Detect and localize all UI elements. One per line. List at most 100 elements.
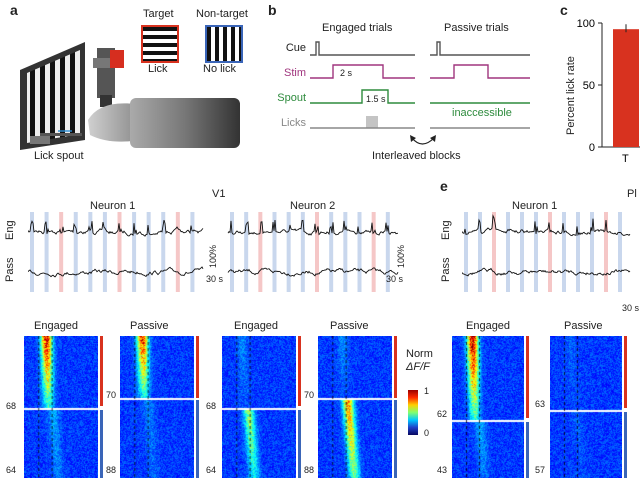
lick-spout-label: Lick spout [34, 150, 84, 162]
target-grating [141, 25, 179, 63]
nontarget-trial-band [88, 212, 93, 292]
v1-scale-y-1: 100% [208, 244, 218, 268]
target-trial-band [59, 212, 64, 292]
target-trial-band [371, 212, 376, 292]
v1-neuron2-title: Neuron 2 [290, 200, 336, 212]
count-label: 88 [106, 465, 117, 475]
y-tick-0: 0 [589, 142, 595, 154]
count-label: 57 [535, 465, 546, 475]
nontarget-trial-band [478, 212, 482, 292]
target-trial-band [492, 212, 496, 292]
panel-label-b: b [268, 2, 277, 18]
nontarget-trial-band [30, 212, 34, 292]
nontarget-trial-band [102, 212, 107, 292]
target-trial-band [175, 212, 180, 292]
count-label: 62 [437, 409, 448, 419]
activity-trace [28, 266, 204, 278]
activity-trace [227, 267, 399, 277]
hm-v1-engaged-2-title: Engaged [234, 320, 279, 332]
interleaved-label: Interleaved blocks [372, 150, 461, 162]
x-tick-target: T [622, 153, 629, 165]
v1-neuron1-title: Neuron 1 [90, 200, 136, 212]
target-sidebar [526, 336, 529, 418]
target-sidebar [298, 336, 301, 406]
pl-eng-label: Eng [440, 220, 452, 240]
panel-label-a: a [10, 2, 18, 18]
hm-v1-engaged-1-title: Engaged [34, 320, 79, 332]
nontarget-trial-band [576, 212, 580, 292]
v1-pass-label: Pass [4, 257, 16, 282]
nontarget-trial-band [73, 212, 78, 292]
nontarget-sidebar [624, 412, 627, 478]
panel-label-c: c [560, 2, 568, 18]
target-trial-band [117, 212, 122, 292]
y-ticks: 100 50 0 [577, 18, 602, 154]
nontarget-trial-band [146, 212, 151, 292]
heatmap-pl-engaged [452, 336, 524, 478]
heatmap-v1-engaged-1 [24, 336, 98, 478]
setup-illustration [20, 42, 240, 150]
hm-v1-passive-1-title: Passive [130, 320, 169, 332]
nontarget-trial-band [44, 212, 49, 292]
nontarget-trial-band [230, 212, 234, 292]
nontarget-trial-band [506, 212, 510, 292]
y-tick-50: 50 [583, 80, 595, 92]
v1-area-label: V1 [212, 188, 226, 200]
nontarget-trial-band [244, 212, 249, 292]
nontarget-sidebar [526, 422, 529, 478]
row-cue-label: Cue [285, 42, 306, 54]
nontarget-trial-band [300, 212, 305, 292]
nontarget-sidebar [394, 400, 397, 478]
count-label: 70 [304, 390, 315, 400]
v1-scale-y-2: 100% [396, 244, 406, 268]
target-sidebar [100, 336, 103, 406]
count-label: 70 [106, 390, 117, 400]
trial-timeline [310, 41, 530, 145]
v1-traces [28, 212, 399, 292]
nontarget-sidebar [196, 400, 199, 478]
nontarget-sidebar [100, 410, 103, 478]
hm-pl-engaged-title: Engaged [466, 320, 511, 332]
spout-duration: 1.5 s [366, 94, 386, 104]
target-trial-band [315, 212, 319, 292]
nontarget-grating [205, 25, 243, 63]
heatmap-v1-passive-1 [120, 336, 194, 478]
nontarget-label: Non-target [196, 8, 248, 20]
pl-traces [462, 212, 631, 292]
row-stim-label: Stim [284, 67, 306, 79]
nontarget-trial-band [357, 212, 362, 292]
nontarget-trial-band [520, 212, 524, 292]
target-bar [613, 29, 639, 148]
lick-label: Lick [148, 63, 168, 75]
count-label: 43 [437, 465, 448, 475]
nontarget-trial-band [329, 212, 334, 292]
colorbar-subtitle: ΔF/F [406, 361, 430, 373]
passive-trials-title: Passive trials [444, 22, 509, 34]
count-label: 64 [206, 465, 217, 475]
v1-scale-x-1: 30 s [206, 274, 224, 284]
activity-trace [28, 219, 204, 237]
pl-neuron1-title: Neuron 1 [512, 200, 558, 212]
activity-trace [462, 214, 631, 237]
nontarget-trial-band [132, 212, 137, 292]
hm-v1-passive-2-title: Passive [330, 320, 369, 332]
stim-duration: 2 s [340, 68, 353, 78]
y-tick-100: 100 [577, 18, 595, 30]
inaccessible-label: inaccessible [452, 107, 512, 119]
target-sidebar [624, 336, 627, 408]
lick-rate-chart: Percent lick rate 100 50 0 T [565, 18, 640, 165]
pl-area-label: Pl [627, 188, 637, 200]
colorbar-title: Norm [406, 348, 433, 360]
panel-label-e: e [440, 178, 448, 194]
pl-scale-x: 30 s [622, 303, 640, 313]
colorbar-max: 1 [424, 386, 430, 396]
nolick-label: No lick [203, 63, 237, 75]
activity-trace [227, 219, 398, 236]
row-licks-label: Licks [280, 117, 306, 129]
v1-eng-label: Eng [4, 220, 16, 240]
target-trial-band [548, 212, 552, 292]
nontarget-trial-band [343, 212, 348, 292]
nontarget-trial-band [464, 212, 468, 292]
colorbar [408, 390, 418, 435]
count-label: 64 [6, 465, 17, 475]
